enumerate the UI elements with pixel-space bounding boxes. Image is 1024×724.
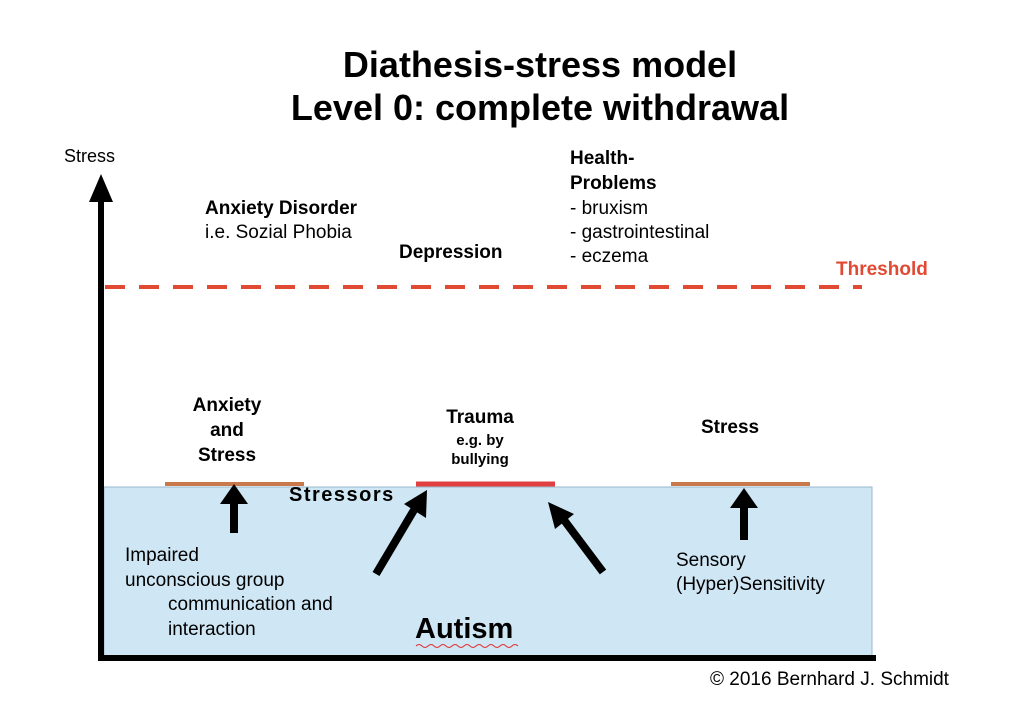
arrow-diagonal-right: [548, 502, 607, 575]
stressor-anxiety-line: and: [210, 420, 244, 441]
arrow-up-stress: [730, 488, 758, 540]
autism-label: Autism: [415, 613, 514, 645]
health-problems-title-2: Problems: [570, 173, 657, 194]
health-item: - gastrointestinal: [570, 222, 710, 243]
threshold-label: Threshold: [836, 259, 928, 280]
health-item: - bruxism: [570, 198, 649, 219]
health-item: - eczema: [570, 246, 649, 267]
stressors-label: Stressors: [289, 484, 395, 506]
impaired-line: unconscious group: [125, 570, 285, 591]
page-title: Diathesis-stress model: [342, 44, 738, 85]
stressor-trauma-title: Trauma: [446, 407, 514, 428]
anxiety-disorder-subtitle: i.e. Sozial Phobia: [205, 222, 352, 243]
page-subtitle: Level 0: complete withdrawal: [290, 87, 790, 128]
stressor-anxiety-line: Stress: [197, 445, 257, 466]
impaired-line: Impaired: [125, 545, 199, 566]
impaired-line: interaction: [168, 619, 256, 640]
arrow-up-anxiety: [220, 484, 248, 533]
sensory-line: Sensory: [676, 550, 746, 571]
stressor-anxiety-line: Anxiety: [192, 395, 262, 416]
health-problems-title-1: Health-: [570, 148, 635, 169]
sensory-line: (Hyper)Sensitivity: [676, 574, 825, 595]
y-axis-label: Stress: [64, 146, 116, 166]
depression-label: Depression: [399, 242, 503, 263]
stressor-trauma-sub: e.g. by: [456, 432, 504, 449]
impaired-line: communication and: [168, 594, 333, 615]
copyright-notice: © 2016 Bernhard J. Schmidt: [710, 669, 949, 690]
anxiety-disorder-title: Anxiety Disorder: [205, 198, 358, 219]
y-axis-arrowhead: [89, 174, 113, 202]
arrow-diagonal-left: [372, 490, 427, 577]
autism-underline: [415, 644, 519, 648]
stressor-stress: Stress: [701, 417, 760, 438]
stressor-trauma-sub: bullying: [451, 451, 509, 468]
